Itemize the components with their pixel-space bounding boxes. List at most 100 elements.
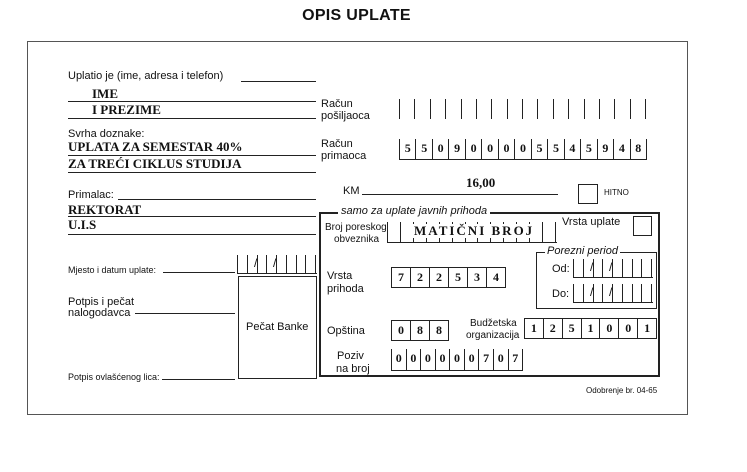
period-from-tick — [573, 259, 574, 277]
budget-org-label-1: Budžetska — [470, 318, 517, 329]
payment-date-tick — [266, 255, 267, 273]
urgent-label: HITNO — [604, 188, 629, 197]
revenue-type-digit-cell: 5 — [448, 268, 467, 287]
period-to-tick — [583, 284, 584, 302]
urgent-checkbox[interactable] — [578, 184, 598, 204]
period-to-tick — [602, 284, 603, 302]
account-digit-cell: 5 — [580, 139, 596, 159]
account-digit-cell: 4 — [613, 139, 629, 159]
purpose-line-1[interactable]: UPLATA ZA SEMESTAR 40% — [68, 139, 243, 154]
authorized-signature-label: Potpis ovlašćenog lica: — [68, 372, 160, 382]
sender-account-tick — [491, 99, 492, 119]
reference-digit-cell: 0 — [405, 349, 421, 370]
period-to-field[interactable]: // — [573, 284, 653, 303]
taxpayer-number-label-1: Broj poreskog — [325, 222, 387, 233]
signature-stamp-label-1: Potpis i pečat — [68, 296, 135, 308]
municipality-digit-cell: 8 — [429, 321, 449, 340]
recipient-name-1[interactable]: REKTORAT — [68, 202, 142, 217]
payer-line-2 — [68, 101, 316, 102]
purpose-label: Svrha doznake: — [68, 128, 145, 140]
revenue-type-digit-cell: 2 — [429, 268, 448, 287]
revenue-type-label-2: prihoda — [327, 283, 364, 295]
taxpayer-number-value[interactable]: MATIČNI BROJ — [412, 223, 537, 238]
sender-account-field[interactable] — [399, 99, 647, 119]
account-digit-cell: 0 — [481, 139, 497, 159]
bank-stamp-box — [238, 276, 317, 379]
period-from-tick — [612, 259, 613, 277]
payment-type-label: Vrsta uplate — [562, 216, 621, 228]
account-digit-cell: 9 — [596, 139, 613, 159]
account-digit-cell: 5 — [530, 139, 547, 159]
period-from-field[interactable]: // — [573, 259, 653, 278]
recipient-line-1 — [118, 199, 316, 200]
reference-digit-cell: 0 — [420, 349, 435, 370]
reference-digit-cell: 0 — [391, 349, 406, 370]
period-to-tick — [651, 284, 652, 302]
purpose-underline-2 — [68, 172, 316, 173]
payer-surname[interactable]: I PREZIME — [92, 102, 161, 117]
period-from-tick — [593, 259, 594, 277]
account-digit-cell: 0 — [497, 139, 514, 159]
budget-org-digit-cell: 5 — [561, 319, 581, 338]
account-digit-cell: 8 — [629, 139, 648, 159]
account-digit-cell: 5 — [415, 139, 431, 159]
payment-date-tick — [257, 255, 258, 273]
revenue-type-digit-cell: 7 — [391, 268, 410, 287]
municipality-label: Opština — [327, 325, 365, 337]
budget-org-digit-cell: 1 — [637, 319, 658, 338]
recipient-account-label-2: primaoca — [321, 150, 367, 162]
recipient-name-2[interactable]: U.I.S — [68, 217, 97, 232]
purpose-line-2[interactable]: ZA TREĆI CIKLUS STUDIJA — [68, 156, 242, 171]
payer-line-3 — [68, 118, 316, 119]
payment-type-field[interactable] — [633, 216, 652, 236]
reference-digit-cell: 7 — [507, 349, 524, 370]
amount-value[interactable]: 16,00 — [466, 175, 496, 190]
approval-number: Odobrenje br. 04-65 — [586, 386, 658, 395]
taxpayer-number-tick — [555, 222, 556, 242]
period-to-tick — [573, 284, 574, 302]
reference-digit-cell: 0 — [449, 349, 464, 370]
payment-date-tick — [237, 255, 238, 273]
period-from-tick — [632, 259, 633, 277]
revenue-type-digit-cell: 2 — [410, 268, 429, 287]
sender-account-tick — [522, 99, 523, 119]
authorized-signature-line — [162, 379, 235, 380]
sender-account-label-2: pošiljaoca — [321, 110, 370, 122]
sender-account-tick — [614, 99, 615, 119]
revenue-type-digit-cell: 3 — [467, 268, 486, 287]
period-to-tick — [612, 284, 613, 302]
period-to-tick — [622, 284, 623, 302]
period-from-tick — [583, 259, 584, 277]
payer-line — [241, 81, 316, 82]
reference-digit-cell: 0 — [463, 349, 479, 370]
reference-digit-cell: 0 — [492, 349, 508, 370]
sender-account-tick — [399, 99, 400, 119]
recipient-account-label-1: Račun — [321, 138, 353, 150]
payment-date-tick — [305, 255, 306, 273]
payment-date-tick — [315, 255, 316, 273]
taxpayer-number-tick — [542, 222, 543, 242]
period-from-tick — [651, 259, 652, 277]
budget-org-digit-cell: 1 — [524, 319, 543, 338]
date-separator: / — [609, 285, 613, 299]
sender-account-tick — [584, 99, 585, 119]
payer-name[interactable]: IME — [92, 86, 118, 101]
sender-account-tick — [568, 99, 569, 119]
revenue-type-label-1: Vrsta — [327, 270, 353, 282]
place-date-line — [163, 272, 235, 273]
account-digit-cell: 0 — [431, 139, 448, 159]
payment-date-tick — [286, 255, 287, 273]
sender-account-tick — [537, 99, 538, 119]
sender-account-tick — [630, 99, 631, 119]
municipality-digit-cell: 8 — [410, 321, 429, 340]
sender-account-tick — [430, 99, 431, 119]
period-to-tick — [641, 284, 642, 302]
budget-org-digit-cell: 1 — [580, 319, 600, 338]
payment-date-field[interactable]: // — [237, 255, 317, 274]
account-digit-cell: 4 — [563, 139, 580, 159]
